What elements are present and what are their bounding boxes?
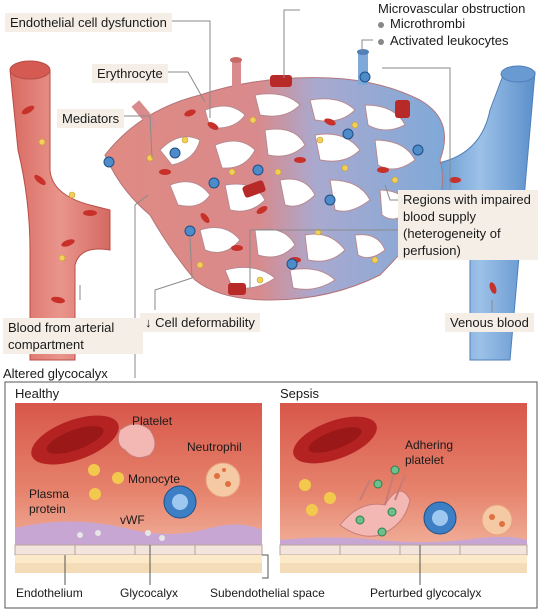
sepsis-title: Sepsis xyxy=(280,386,320,401)
label-subendothelial: Subendothelial space xyxy=(210,586,325,600)
label-cell-deformability: ↓ Cell deformability xyxy=(140,313,260,332)
plasma-line-2: protein xyxy=(29,502,66,516)
artery-opening xyxy=(9,60,51,80)
microthrombi-text: Microthrombi xyxy=(390,16,466,31)
label-monocyte: Monocyte xyxy=(128,472,181,486)
activated-leukocytes-text: Activated leukocytes xyxy=(390,33,509,48)
regions-line-2: blood supply xyxy=(403,209,476,224)
label-endothelium: Endothelium xyxy=(16,586,83,600)
healthy-panel xyxy=(14,403,263,573)
arterial-line-1: Blood from arterial xyxy=(8,320,115,335)
label-adhering-platelet: Adhering platelet xyxy=(405,438,453,468)
label-vwf: vWF xyxy=(120,513,145,527)
regions-line-1: Regions with impaired xyxy=(403,192,531,207)
erythrocytes xyxy=(21,105,497,304)
label-mediators: Mediators xyxy=(57,109,125,128)
healthy-title: Healthy xyxy=(15,386,60,401)
regions-line-3: (heterogeneity of xyxy=(403,226,501,241)
bullet-icon xyxy=(378,21,384,28)
label-platelet: Platelet xyxy=(132,414,173,428)
label-blood-arterial: Blood from arterial compartment xyxy=(3,318,143,354)
microthrombi xyxy=(228,75,410,295)
label-microthrombi: Microthrombi xyxy=(378,15,465,32)
label-altered-glycocalyx: Altered glycocalyx xyxy=(3,366,108,381)
label-glycocalyx: Glycocalyx xyxy=(120,586,179,600)
label-microvascular-obstruction: Microvascular obstruction xyxy=(378,1,526,16)
vein-opening xyxy=(500,65,536,83)
inset-box xyxy=(4,381,538,609)
plasma-line-1: Plasma xyxy=(29,487,70,501)
label-regions-impaired: Regions with impaired blood supply (hete… xyxy=(398,190,538,260)
label-plasma-protein: Plasma protein xyxy=(29,487,69,517)
label-erythrocyte: Erythrocyte xyxy=(92,64,168,83)
label-neutrophil: Neutrophil xyxy=(187,440,242,454)
label-perturbed-glycocalyx: Perturbed glycocalyx xyxy=(370,586,482,600)
arterial-line-2: compartment xyxy=(8,337,84,352)
label-endothelial-dysfunction: Endothelial cell dysfunction xyxy=(5,13,172,32)
sepsis-panel xyxy=(279,403,528,573)
label-activated-leukocytes: Activated leukocytes xyxy=(378,32,509,49)
leukocytes xyxy=(103,71,424,270)
regions-line-4: perfusion) xyxy=(403,243,461,258)
adhering-line-1: Adhering xyxy=(405,438,454,452)
bullet-icon xyxy=(378,38,384,45)
adhering-line-2: platelet xyxy=(405,453,444,467)
label-venous-blood: Venous blood xyxy=(445,313,534,332)
